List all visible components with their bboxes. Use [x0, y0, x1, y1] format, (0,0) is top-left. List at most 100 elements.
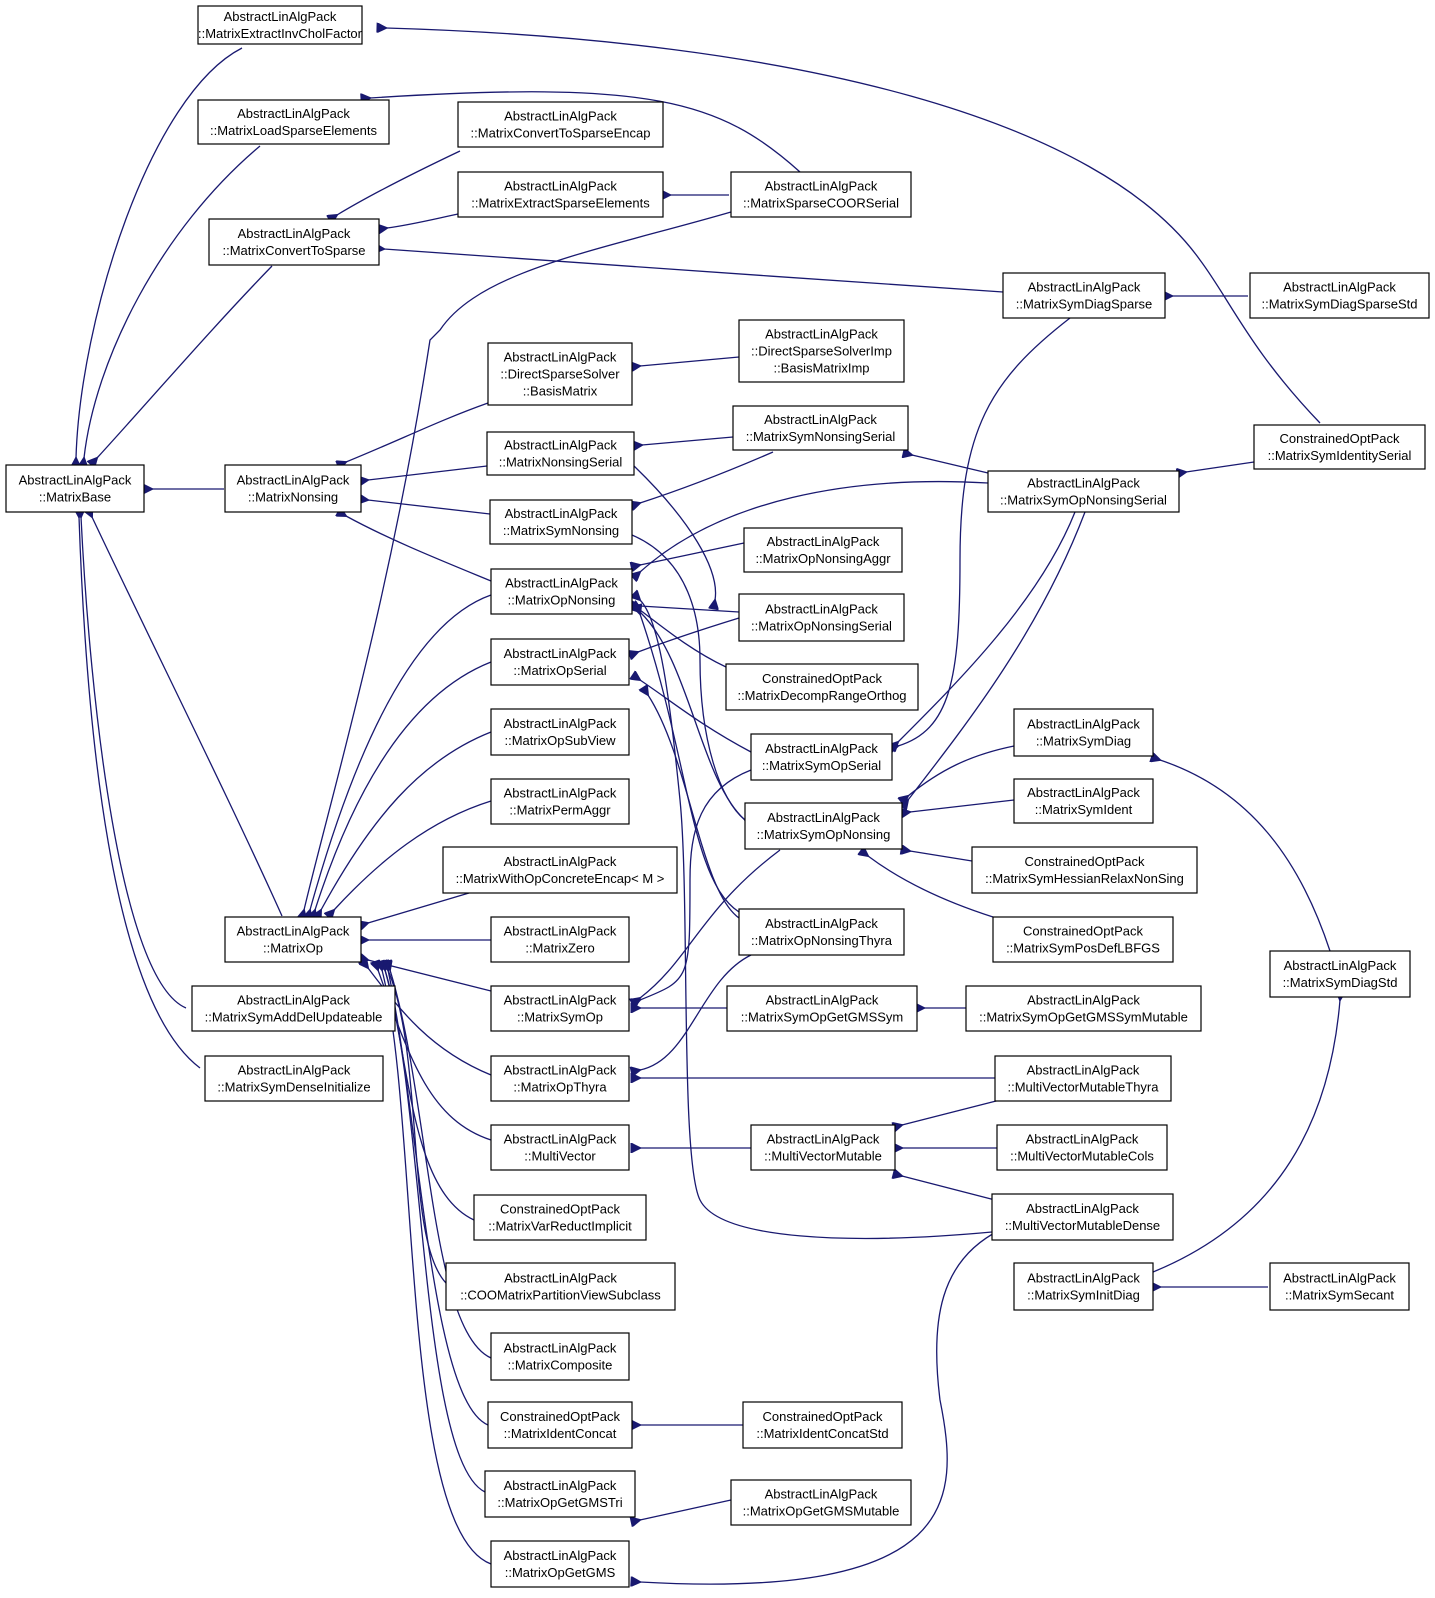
node-box [490, 568, 633, 615]
edge-from-matrixsymopnonsingserial [640, 480, 989, 572]
node-box [224, 464, 362, 513]
node-label-line: ::MatrixLoadSparseElements [210, 123, 377, 138]
node-matrixsymdenseinitialize[interactable]: AbstractLinAlgPack::MatrixSymDenseInitia… [204, 1055, 384, 1102]
node-label-line: AbstractLinAlgPack [1027, 993, 1140, 1008]
node-matrixsparsecoorserial[interactable]: AbstractLinAlgPack::MatrixSparseCOORSeri… [730, 171, 912, 218]
node-matrixbase[interactable]: AbstractLinAlgPack::MatrixBase [5, 464, 145, 513]
node-matrixsyminitdiag[interactable]: AbstractLinAlgPack::MatrixSymInitDiag [1013, 1262, 1154, 1311]
node-matrixconverttosparse[interactable]: AbstractLinAlgPack::MatrixConvertToSpars… [208, 218, 380, 266]
edge-from-matrixsymposdeflbfgs [868, 856, 994, 918]
node-label-line: ::MatrixNonsing [248, 490, 338, 505]
node-matrixsymdiag[interactable]: AbstractLinAlgPack::MatrixSymDiag [1013, 708, 1154, 757]
node-label-line: AbstractLinAlgPack [504, 854, 617, 869]
node-matrixzero[interactable]: AbstractLinAlgPack::MatrixZero [490, 916, 630, 963]
node-matrixopthyra[interactable]: AbstractLinAlgPack::MatrixOpThyra [490, 1055, 630, 1102]
node-multivectormutable[interactable]: AbstractLinAlgPack::MultiVectorMutable [750, 1124, 896, 1171]
node-matrixopnonsingserial[interactable]: AbstractLinAlgPack::MatrixOpNonsingSeria… [738, 593, 905, 642]
node-label-line: ConstrainedOptPack [500, 1409, 620, 1424]
node-box [726, 985, 918, 1032]
node-matrixsymident[interactable]: AbstractLinAlgPack::MatrixSymIdent [1013, 778, 1154, 824]
node-matrixidentconcat[interactable]: ConstrainedOptPack::MatrixIdentConcat [487, 1401, 633, 1449]
node-multivector[interactable]: AbstractLinAlgPack::MultiVector [490, 1124, 630, 1171]
node-matrixopnonsingaggr[interactable]: AbstractLinAlgPack::MatrixOpNonsingAggr [743, 527, 903, 573]
node-label-line: AbstractLinAlgPack [504, 993, 617, 1008]
node-label-line: AbstractLinAlgPack [1027, 1271, 1140, 1286]
node-matrixopnonsingthyra[interactable]: AbstractLinAlgPack::MatrixOpNonsingThyra [738, 908, 905, 956]
node-box [487, 1401, 633, 1449]
edge-from-matrixopgetgmsmutable [640, 1499, 732, 1520]
node-matrixsymopgetgmssym[interactable]: AbstractLinAlgPack::MatrixSymOpGetGMSSym [726, 985, 918, 1032]
node-matrixopgetgmsmutable[interactable]: AbstractLinAlgPack::MatrixOpGetGMSMutabl… [730, 1479, 912, 1526]
node-matrixsymopnonsingserial[interactable]: AbstractLinAlgPack::MatrixSymOpNonsingSe… [987, 470, 1180, 513]
node-label-line: ::MatrixOpSubView [504, 733, 616, 748]
node-matrixsymdiagstd[interactable]: AbstractLinAlgPack::MatrixSymDiagStd [1269, 950, 1411, 998]
node-matrixnonsing[interactable]: AbstractLinAlgPack::MatrixNonsing [224, 464, 362, 513]
node-label-line: ::MatrixOpGetGMSTri [497, 1495, 622, 1510]
node-matrixloadsparseelements[interactable]: AbstractLinAlgPack::MatrixLoadSparseElem… [197, 99, 390, 145]
node-matrixsymdiagsparse[interactable]: AbstractLinAlgPack::MatrixSymDiagSparse [1002, 272, 1166, 319]
edge-from-matrixopgetgmstri [385, 970, 486, 1493]
node-label-line: AbstractLinAlgPack [504, 1271, 617, 1286]
node-matrixsymop[interactable]: AbstractLinAlgPack::MatrixSymOp [490, 985, 630, 1032]
node-label-line: ::MatrixSymOpSerial [762, 758, 881, 773]
node-matrixopserial[interactable]: AbstractLinAlgPack::MatrixOpSerial [490, 638, 630, 686]
node-label-line: ::MatrixSymOpNonsingSerial [1000, 493, 1167, 508]
node-label-line: ::MatrixVarReductImplicit [488, 1219, 632, 1234]
node-label-line: ::BasisMatrixImp [773, 361, 869, 376]
node-box [473, 1194, 647, 1241]
node-label-line: AbstractLinAlgPack [504, 1341, 617, 1356]
node-label-line: ::MatrixSymDiag [1036, 734, 1131, 749]
node-matrixsymopgetgmssymmutable[interactable]: AbstractLinAlgPack::MatrixSymOpGetGMSSym… [965, 985, 1202, 1032]
node-matrixidentconcatstd[interactable]: ConstrainedOptPack::MatrixIdentConcatStd [742, 1401, 903, 1449]
node-matrixdecomprangeorthog[interactable]: ConstrainedOptPack::MatrixDecompRangeOrt… [725, 663, 919, 711]
node-label-line: AbstractLinAlgPack [1027, 785, 1140, 800]
node-matrixsymadddelupdateable[interactable]: AbstractLinAlgPack::MatrixSymAddDelUpdat… [191, 985, 396, 1032]
node-label-line: AbstractLinAlgPack [238, 226, 351, 241]
node-label-line: ::MatrixIdentConcatStd [756, 1426, 888, 1441]
node-matrixsymnonsingserial[interactable]: AbstractLinAlgPack::MatrixSymNonsingSeri… [732, 405, 909, 451]
node-multivectormutabledense[interactable]: AbstractLinAlgPack::MultiVectorMutableDe… [991, 1193, 1174, 1241]
node-box [994, 1055, 1172, 1102]
node-matrixsymnonsing[interactable]: AbstractLinAlgPack::MatrixSymNonsing [489, 499, 633, 545]
node-matrixnonsingserial[interactable]: AbstractLinAlgPack::MatrixNonsingSerial [486, 431, 635, 476]
node-directsparsesolverbasismatrix[interactable]: AbstractLinAlgPack::DirectSparseSolver::… [487, 342, 633, 406]
edge-from-multivectormutabledense [640, 1229, 1001, 1584]
node-matrixopgetgms[interactable]: AbstractLinAlgPack::MatrixOpGetGMS [490, 1540, 630, 1588]
node-matrixconverttosparseencap[interactable]: AbstractLinAlgPack::MatrixConvertToSpars… [457, 101, 664, 148]
node-matrixextractinvcholfactor[interactable]: AbstractLinAlgPack::MatrixExtractInvChol… [197, 5, 363, 45]
node-label-line: AbstractLinAlgPack [505, 576, 618, 591]
node-matrixopsubview[interactable]: AbstractLinAlgPack::MatrixOpSubView [490, 708, 630, 756]
node-multivectormutablethyra[interactable]: AbstractLinAlgPack::MultiVectorMutableTh… [994, 1055, 1172, 1102]
node-box [750, 733, 893, 781]
node-label-line: ::COOMatrixPartitionViewSubclass [460, 1288, 661, 1303]
node-matrixopgetgmstri[interactable]: AbstractLinAlgPack::MatrixOpGetGMSTri [484, 1470, 636, 1518]
node-matrixsymhessianrelaxnonsing[interactable]: ConstrainedOptPack::MatrixSymHessianRela… [971, 846, 1198, 894]
node-coomatrixpartitionviewsubclass[interactable]: AbstractLinAlgPack::COOMatrixPartitionVi… [445, 1262, 676, 1311]
edge-from-directsparsesolverimpbasismatriximp [640, 356, 740, 366]
node-box [996, 1124, 1168, 1171]
node-matrixwithopconcreteencap[interactable]: AbstractLinAlgPack::MatrixWithOpConcrete… [442, 846, 678, 894]
node-matrixvarreductimplicit[interactable]: ConstrainedOptPack::MatrixVarReductImpli… [473, 1194, 647, 1241]
node-matrixsymidentityserial[interactable]: ConstrainedOptPack::MatrixSymIdentitySer… [1253, 424, 1426, 470]
node-matrixsymopserial[interactable]: AbstractLinAlgPack::MatrixSymOpSerial [750, 733, 893, 781]
node-matrixop[interactable]: AbstractLinAlgPack::MatrixOp [224, 916, 362, 963]
node-matrixsymopnonsing[interactable]: AbstractLinAlgPack::MatrixSymOpNonsing [744, 802, 903, 850]
node-label-line: ::MatrixOpNonsing [508, 593, 616, 608]
node-matrixsymposdeflbfgs[interactable]: ConstrainedOptPack::MatrixSymPosDefLBFGS [992, 916, 1174, 963]
edge-from-matrixcomposite [390, 970, 492, 1359]
node-label-line: ::MatrixPermAggr [509, 803, 611, 818]
node-label-line: AbstractLinAlgPack [1028, 280, 1141, 295]
edge-from-matrixsymdiag [908, 745, 1015, 796]
edge-from-matrixop [92, 517, 283, 917]
node-matrixsymdiagsparsestd[interactable]: AbstractLinAlgPack::MatrixSymDiagSparseS… [1249, 272, 1430, 319]
node-label-line: AbstractLinAlgPack [504, 1548, 617, 1563]
node-directsparsesolverimpbasismatriximp[interactable]: AbstractLinAlgPack::DirectSparseSolverIm… [738, 319, 905, 383]
node-matrixsymsecant[interactable]: AbstractLinAlgPack::MatrixSymSecant [1269, 1262, 1410, 1311]
node-label-line: AbstractLinAlgPack [504, 179, 617, 194]
node-matrixcomposite[interactable]: AbstractLinAlgPack::MatrixComposite [490, 1332, 630, 1381]
node-multivectormutablecols[interactable]: AbstractLinAlgPack::MultiVectorMutableCo… [996, 1124, 1168, 1171]
node-matrixopnonsing[interactable]: AbstractLinAlgPack::MatrixOpNonsing [490, 568, 633, 615]
node-matrixpermaggr[interactable]: AbstractLinAlgPack::MatrixPermAggr [490, 778, 630, 825]
node-box [1253, 424, 1426, 470]
node-matrixextractsparseelements[interactable]: AbstractLinAlgPack::MatrixExtractSparseE… [457, 171, 664, 218]
